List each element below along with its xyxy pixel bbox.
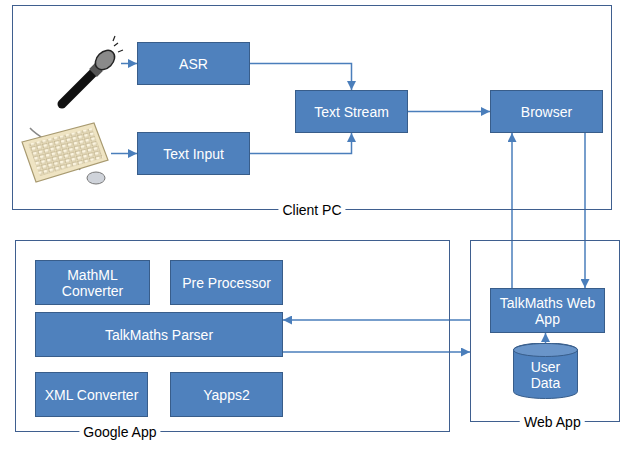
server-container: TalkMaths Web AppUser DataWeb App xyxy=(470,240,620,422)
group-label: Client PC xyxy=(278,202,345,218)
group-label: Web App xyxy=(520,414,585,430)
keyboard-keys xyxy=(28,128,103,176)
flow-arrow xyxy=(250,133,352,154)
box-label: TalkMaths Web App xyxy=(495,295,600,327)
database-cylinder: User Data xyxy=(513,343,578,399)
cylinder-body xyxy=(514,343,578,399)
module-box: XML Converter xyxy=(35,372,148,417)
box-label: MathML Converter xyxy=(40,267,145,299)
group-label: Google App xyxy=(79,424,160,440)
box-label: Pre Processor xyxy=(182,275,271,291)
flow-arrow xyxy=(545,333,547,343)
box-label: Browser xyxy=(521,104,572,120)
box-label: Yapps2 xyxy=(203,387,249,403)
process-box: Text Stream xyxy=(295,90,408,133)
process-box: Text Input xyxy=(137,132,250,175)
process-box: ASR xyxy=(137,42,250,85)
keyboard-icon xyxy=(22,123,108,184)
microphone-icon xyxy=(62,36,123,104)
box-label: XML Converter xyxy=(45,387,139,403)
mouse-icon xyxy=(87,172,105,184)
flow-arrow xyxy=(250,64,352,91)
microphone-head xyxy=(92,47,119,74)
flow-arrow xyxy=(283,319,470,321)
flow-arrow xyxy=(283,351,470,353)
module-box: MathML Converter xyxy=(35,260,150,305)
client-container: ASRText InputText StreamBrowserClient PC xyxy=(12,5,612,210)
process-box: TalkMaths Web App xyxy=(490,288,605,333)
input-arrow xyxy=(111,153,137,155)
box-label: ASR xyxy=(179,56,208,72)
cylinder-top xyxy=(514,344,578,357)
module-box: Pre Processor xyxy=(170,260,283,305)
module-box: Yapps2 xyxy=(170,372,283,417)
flow-arrow xyxy=(584,133,586,288)
input-arrow xyxy=(121,63,137,65)
box-label: TalkMaths Parser xyxy=(105,327,213,343)
process-box: Browser xyxy=(490,90,603,133)
box-label: User Data xyxy=(523,359,569,391)
flow-arrow xyxy=(408,111,490,113)
box-label: Text Input xyxy=(163,146,224,162)
sound-lines xyxy=(113,36,123,52)
flow-arrow xyxy=(511,133,513,288)
microphone-handle xyxy=(62,71,95,104)
box-label: Text Stream xyxy=(314,104,389,120)
module-box: TalkMaths Parser xyxy=(35,312,283,357)
server-container: MathML Converter Pre ProcessorTalkMaths P… xyxy=(15,240,450,432)
